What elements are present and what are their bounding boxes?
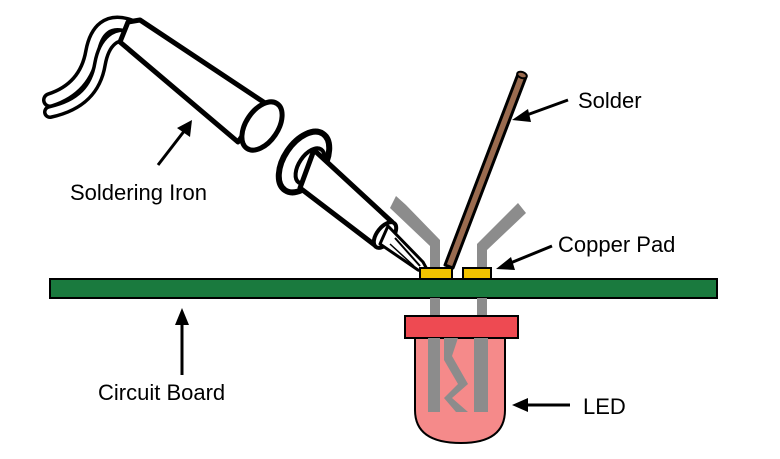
arrow-solder <box>512 98 569 122</box>
soldering-iron-cable <box>42 15 141 119</box>
led <box>404 298 519 445</box>
led-rim <box>404 315 519 339</box>
circuit-board <box>49 278 718 299</box>
copper-pad-left <box>419 267 453 280</box>
arrow-soldering-iron <box>156 120 192 166</box>
label-led: LED <box>583 394 626 419</box>
led-die-holder <box>444 338 468 412</box>
arrows <box>156 98 570 412</box>
soldering-iron-grip-ring <box>239 99 285 153</box>
copper-pad-right <box>462 267 492 280</box>
arrow-led <box>512 398 570 412</box>
led-cathode-post <box>474 338 488 412</box>
label-circuit-board: Circuit Board <box>98 380 225 405</box>
led-anode <box>428 338 440 380</box>
soldering-iron <box>117 17 431 275</box>
arrow-copper-pad <box>496 244 553 270</box>
label-copper-pad: Copper Pad <box>558 232 675 257</box>
label-solder: Solder <box>578 88 642 113</box>
led-leads-top <box>390 196 526 278</box>
arrow-circuit-board <box>175 308 189 375</box>
led-cathode <box>428 380 440 412</box>
label-soldering-iron: Soldering Iron <box>70 180 207 205</box>
